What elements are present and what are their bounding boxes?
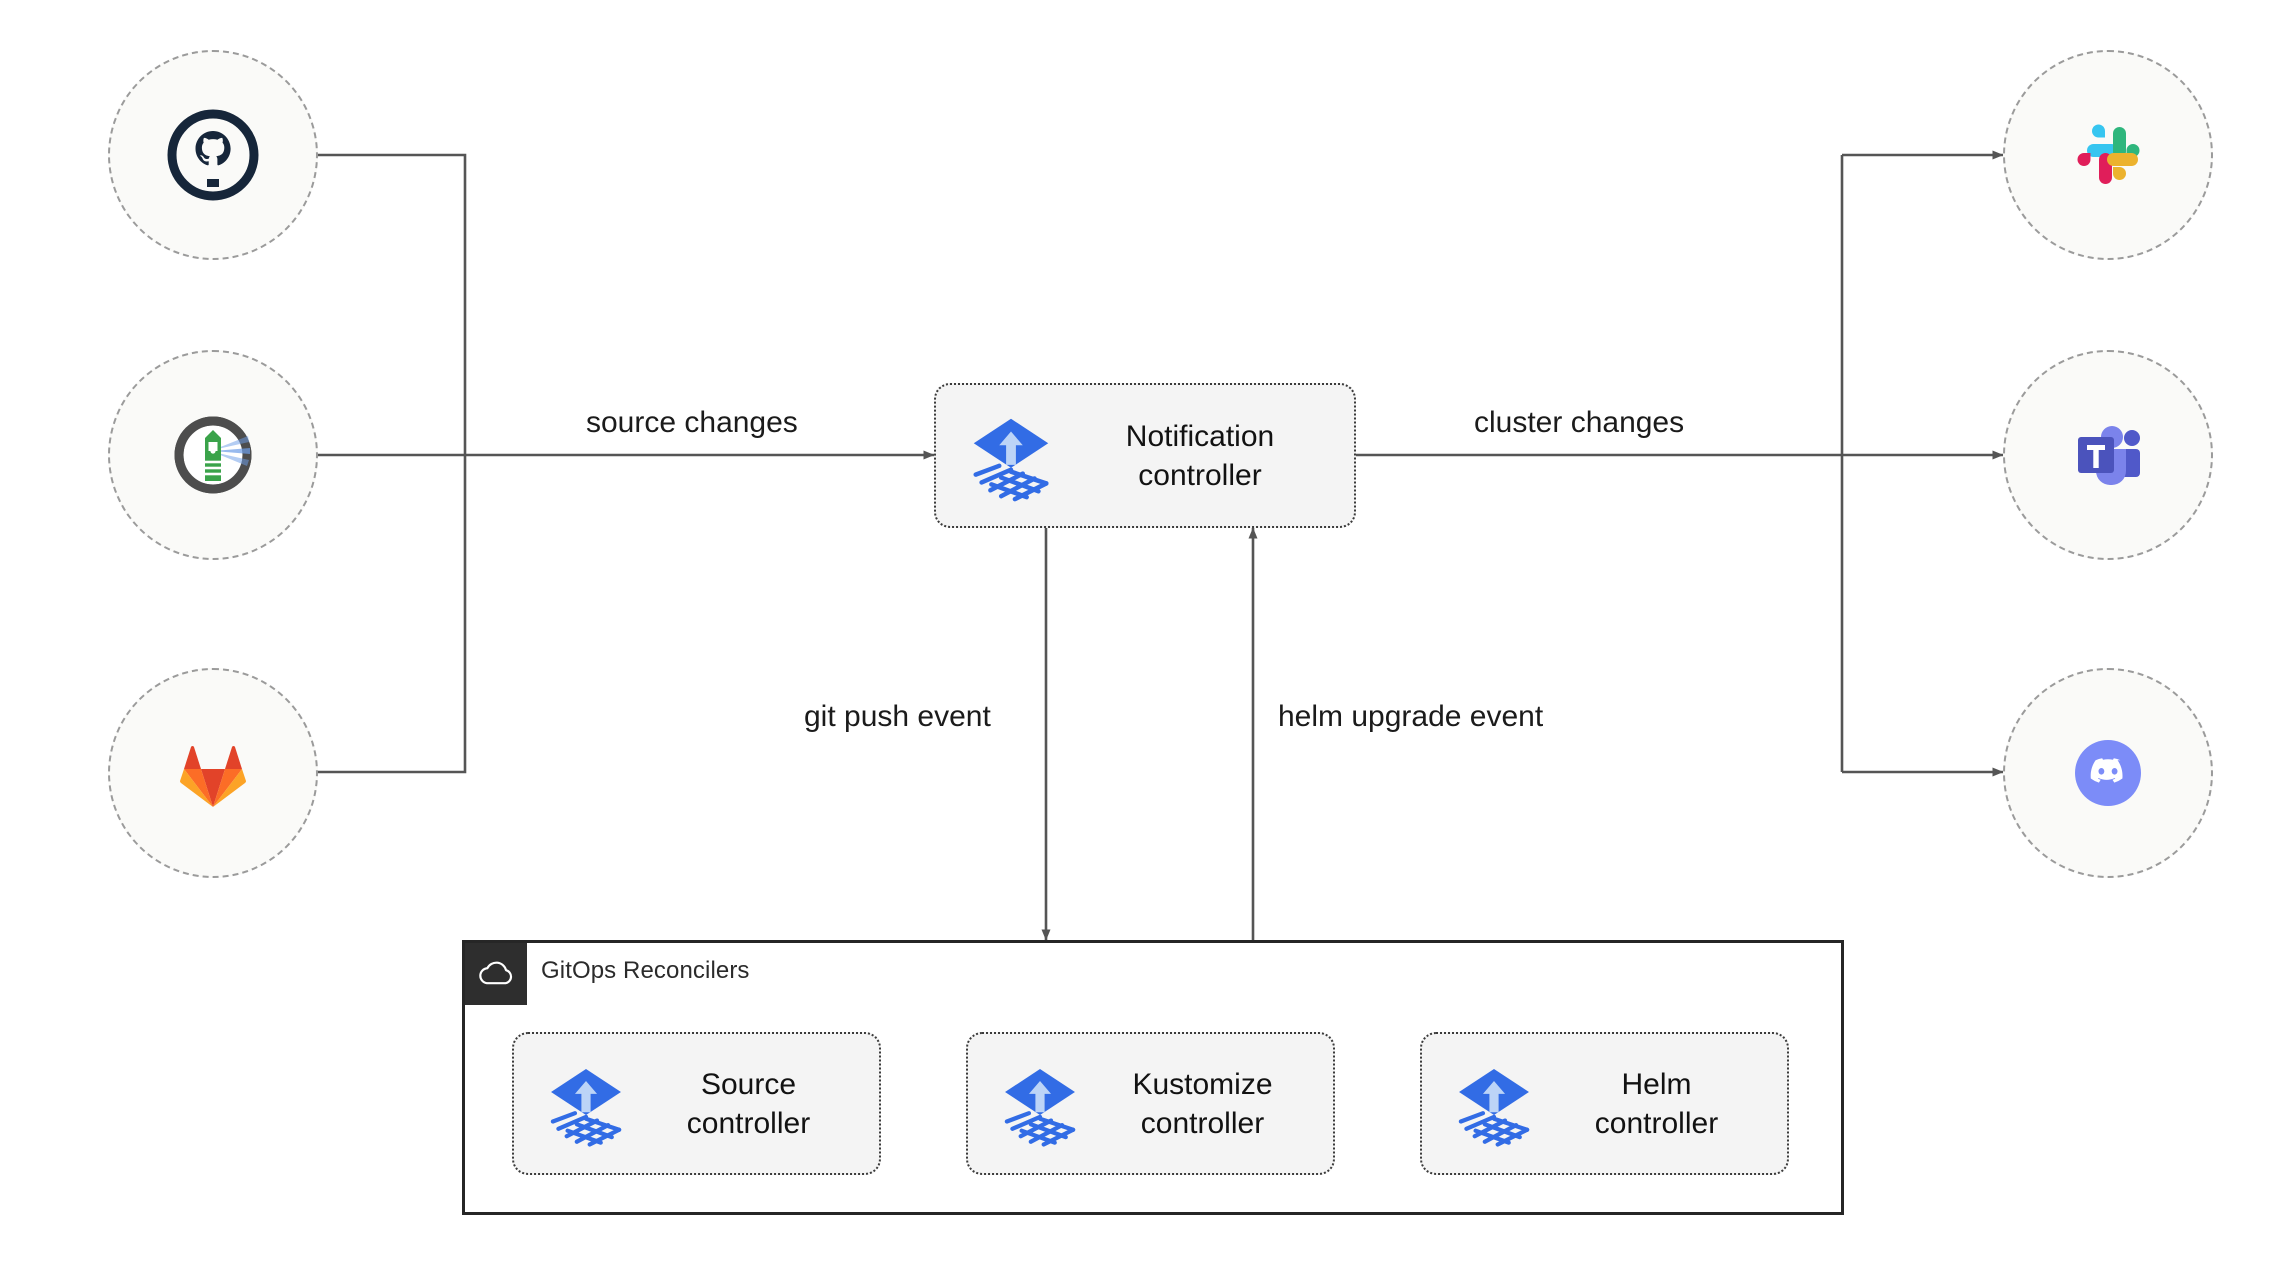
target-node-teams[interactable] <box>2003 350 2213 560</box>
source-controller-card[interactable]: Source controller <box>512 1032 881 1175</box>
kustomize-controller-card[interactable]: Kustomize controller <box>966 1032 1335 1175</box>
source-node-gitlab[interactable] <box>108 668 318 878</box>
notification-controller-label: Notification controller <box>1125 419 1275 492</box>
source-node-flux[interactable] <box>108 350 318 560</box>
edge-label-source-changes: source changes <box>576 404 808 442</box>
discord-icon <box>2075 740 2141 806</box>
target-node-discord[interactable] <box>2003 668 2213 878</box>
source-node-github[interactable] <box>108 50 318 260</box>
edge-label-cluster-changes: cluster changes <box>1464 404 1695 442</box>
flux-lighthouse-icon <box>174 416 252 494</box>
flux-controller-icon <box>973 418 1049 501</box>
flux-controller-icon <box>550 1068 622 1147</box>
flux-controller-icon <box>1004 1068 1076 1147</box>
microsoft-teams-icon <box>2078 426 2140 485</box>
cloud-icon <box>479 961 513 985</box>
edge-label-helm-upgrade-event: helm upgrade event <box>1268 698 1554 736</box>
github-icon <box>167 109 259 201</box>
target-node-slack[interactable] <box>2003 50 2213 260</box>
group-icon-tab <box>465 943 527 1005</box>
flux-controller-icon <box>1458 1068 1530 1147</box>
source-controller-label: Source controller <box>686 1067 811 1140</box>
kustomize-controller-label: Kustomize controller <box>1132 1067 1273 1140</box>
notification-controller-card[interactable]: Notification controller <box>934 383 1356 528</box>
helm-controller-label: Helm controller <box>1594 1067 1719 1140</box>
slack-icon <box>2077 124 2140 184</box>
edge-label-git-push-event: git push event <box>794 698 1001 736</box>
gitlab-icon <box>179 745 247 807</box>
group-title: GitOps Reconcilers <box>541 957 750 984</box>
helm-controller-card[interactable]: Helm controller <box>1420 1032 1789 1175</box>
